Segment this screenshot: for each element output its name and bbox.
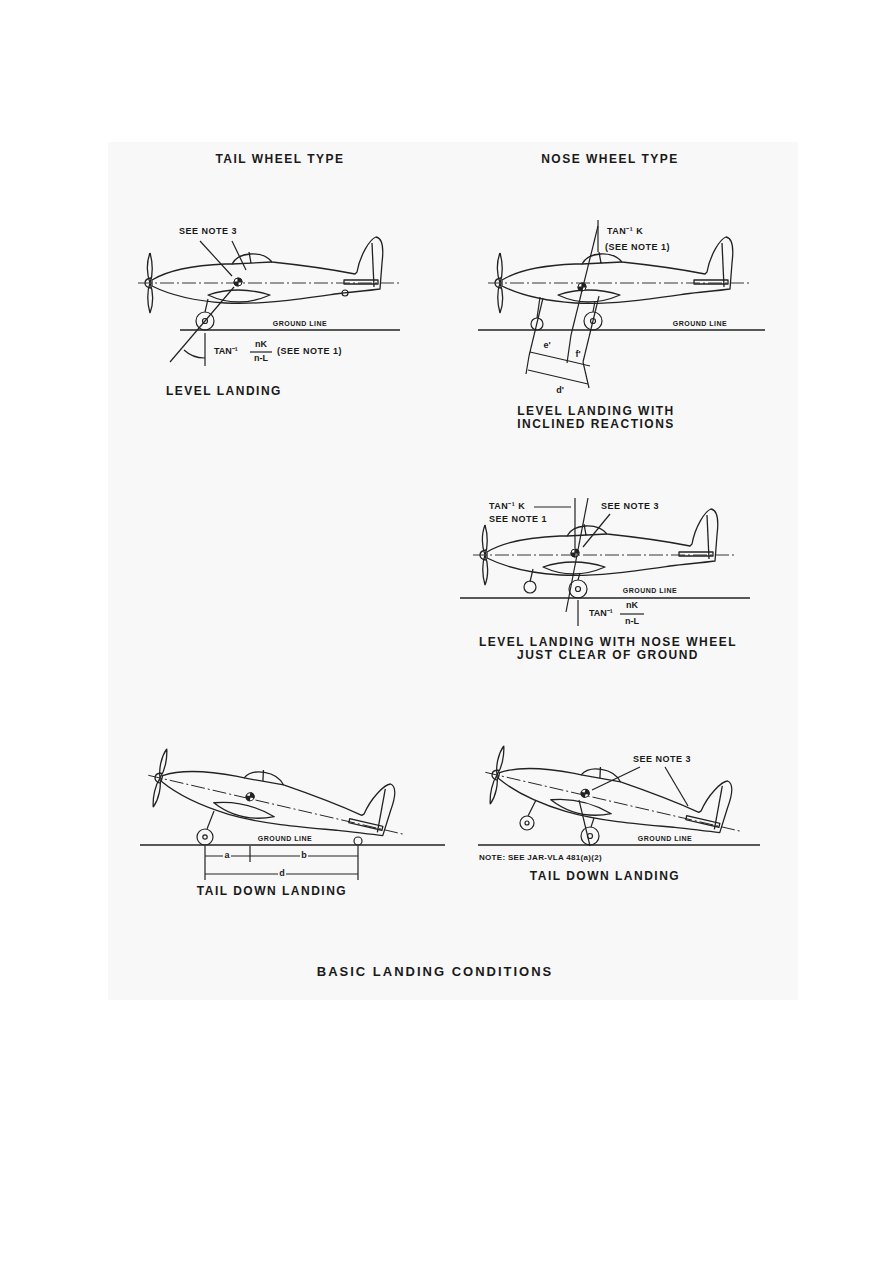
annotation-label: (SEE NOTE 1)	[604, 243, 671, 253]
tail-wheel	[354, 837, 362, 845]
dimension-line	[569, 361, 590, 366]
nose-gear-leg	[530, 569, 533, 582]
main-gear-leg	[205, 299, 208, 312]
reaction-line	[529, 298, 543, 356]
angle-arc	[184, 350, 205, 358]
scan-ground	[108, 142, 798, 1000]
annotation-label: GROUND LINE	[672, 320, 729, 328]
annotation-label: b	[300, 851, 308, 861]
annotation-label: d'	[555, 386, 565, 396]
fraction-bar	[250, 351, 272, 352]
cg-symbol	[245, 792, 255, 802]
annotation-label: TAIL DOWN LANDING	[529, 870, 681, 883]
nose-gear-leg	[528, 800, 536, 816]
annotation-label: n-L	[624, 617, 640, 627]
fraction-bar	[620, 613, 644, 614]
annotation-label: TAIL DOWN LANDING	[196, 885, 348, 898]
figure-caption: BASIC LANDING CONDITIONS	[316, 965, 555, 979]
dimension-line	[528, 370, 588, 384]
nose-wheel	[524, 581, 536, 593]
leader-line	[200, 241, 232, 276]
annotation-label: LEVEL LANDING WITH NOSE WHEEL JUST CLEAR…	[463, 636, 753, 662]
ground-line	[460, 597, 750, 599]
extension-line	[526, 356, 529, 374]
extension-line	[567, 335, 571, 363]
ground-line	[140, 844, 445, 846]
leader-line	[592, 767, 640, 790]
leader-line	[232, 241, 246, 270]
annotation-label: d	[278, 869, 286, 879]
extension-line	[583, 362, 589, 388]
main-gear-leg	[207, 811, 214, 829]
main-gear-leg	[593, 301, 595, 312]
nose-wheel-clear-panel	[460, 498, 750, 626]
vertical-reference	[577, 600, 578, 626]
annotation-label: NOTE: SEE JAR-VLA 481(a)(2)	[478, 854, 603, 863]
annotation-label: SEE NOTE 3	[632, 755, 692, 765]
reaction-line	[583, 296, 599, 362]
airplane	[488, 237, 750, 313]
annotation-label: SEE NOTE 3	[178, 227, 238, 237]
leader-line	[665, 767, 688, 806]
nose-wheel-level-panel	[478, 220, 765, 388]
ground-line	[478, 844, 760, 846]
ground-line	[478, 329, 765, 331]
reaction-line	[579, 800, 590, 846]
annotation-label: SEE NOTE 3	[600, 502, 660, 512]
vertical-reference	[574, 498, 575, 548]
main-wheel	[197, 829, 213, 845]
annotation-label: TAN⁻¹ K	[606, 227, 644, 237]
leader-line	[583, 514, 610, 547]
annotation-label: TAN⁻¹	[213, 347, 239, 357]
airplane	[473, 509, 735, 585]
reaction-line	[566, 498, 588, 612]
airplane	[138, 237, 400, 313]
extension-line	[204, 846, 205, 880]
annotation-label: GROUND LINE	[257, 835, 314, 843]
pointer-line	[534, 506, 571, 507]
main-wheel	[581, 827, 599, 845]
tail-wheel	[342, 290, 348, 296]
annotation-label: TAIL WHEEL TYPE	[214, 153, 345, 166]
tail-wheel-level-panel	[138, 237, 400, 366]
annotation-label: nK	[625, 601, 639, 611]
annotation-label: GROUND LINE	[272, 320, 329, 328]
cg-symbol	[580, 788, 590, 798]
annotation-label: (SEE NOTE 1)	[276, 347, 343, 357]
wheel-hub	[203, 835, 207, 839]
annotation-label: GROUND LINE	[637, 835, 694, 843]
extension-line	[357, 846, 358, 880]
annotation-label: a	[223, 851, 230, 861]
annotation-label: e'	[542, 341, 551, 351]
annotation-label: NOSE WHEEL TYPE	[540, 153, 680, 166]
cg-symbol	[234, 278, 242, 286]
annotation-label: SEE NOTE 1	[488, 515, 548, 525]
ground-line	[180, 329, 400, 331]
annotation-label: nK	[254, 340, 268, 350]
main-gear-leg	[591, 818, 594, 827]
annotation-label: LEVEL LANDING	[165, 385, 283, 398]
annotation-label: LEVEL LANDING WITH INCLINED REACTIONS	[493, 405, 700, 431]
airplane	[479, 727, 751, 860]
airplane	[142, 730, 414, 863]
tail-wheel-tail-down-panel	[140, 730, 445, 880]
annotation-label: n-L	[253, 354, 269, 364]
annotation-label: GROUND LINE	[622, 587, 679, 595]
main-gear-leg	[578, 573, 580, 580]
annotation-label: TAN⁻¹ K	[488, 502, 526, 512]
annotation-label: TAN⁻¹	[588, 609, 614, 619]
vertical-reference	[597, 220, 598, 252]
extension-line	[249, 846, 250, 862]
nose-wheel-tail-down-panel	[478, 727, 760, 860]
nose-wheel	[520, 816, 534, 830]
annotation-label: f'	[574, 350, 581, 360]
dimension-line	[530, 352, 569, 361]
wheel-hub	[576, 587, 581, 592]
vertical-reference	[204, 333, 205, 366]
wheel-hub	[525, 821, 529, 825]
